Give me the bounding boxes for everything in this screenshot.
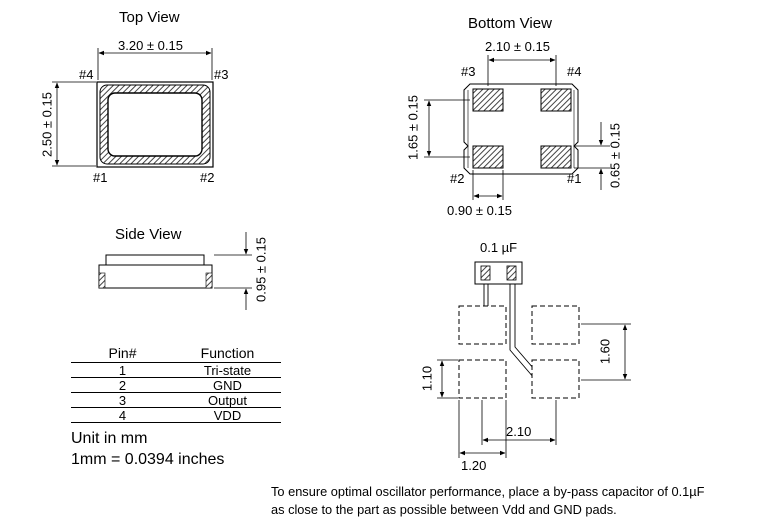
bottom-view-pad-height: 0.65 ± 0.15 [607, 123, 623, 188]
bottom-view-title: Bottom View [468, 15, 552, 32]
table-row: 3 Output [71, 392, 281, 408]
side-view-height-dim: 0.95 ± 0.15 [253, 237, 269, 302]
table-row: 1 Tri-state [71, 362, 281, 378]
top-view-height-dim: 2.50 ± 0.15 [39, 92, 55, 157]
land-pad-width-dim: 1.20 [461, 458, 487, 473]
side-view-title: Side View [115, 226, 182, 243]
top-view-pin1: #1 [93, 170, 108, 185]
top-view-title: Top View [119, 9, 180, 26]
unit-conversion-label: 1mm = 0.0394 inches [71, 451, 225, 468]
land-pattern-drawing [437, 261, 631, 458]
top-view-pin4: #4 [79, 67, 94, 82]
land-pitch-y-dim: 1.60 [597, 338, 613, 365]
bottom-view-pin3: #3 [461, 64, 476, 79]
table-cell-function: Output [174, 392, 281, 408]
top-view-width-dim: 3.20 ± 0.15 [118, 38, 183, 53]
bypass-capacitor-note: To ensure optimal oscillator performance… [271, 483, 704, 519]
bottom-view-pin2: #2 [450, 171, 465, 186]
bottom-view-pitch-x: 2.10 ± 0.15 [485, 39, 550, 54]
table-cell-function: GND [174, 377, 281, 393]
bottom-view-pitch-y: 1.65 ± 0.15 [405, 95, 421, 160]
table-header-pin: Pin# [71, 345, 174, 363]
table-row: 4 VDD [71, 407, 281, 423]
table-row: 2 GND [71, 377, 281, 393]
bottom-view-pin4: #4 [567, 64, 582, 79]
table-header-function: Function [174, 345, 281, 363]
table-cell-function: VDD [174, 407, 281, 423]
side-view-drawing [98, 232, 252, 310]
land-pitch-x-dim: 2.10 [506, 424, 532, 439]
note-line-2: as close to the part as possible between… [271, 502, 617, 517]
bottom-view-pin1: #1 [567, 171, 582, 186]
top-view-pin3: #3 [214, 67, 229, 82]
bottom-view-pad-width: 0.90 ± 0.15 [447, 203, 512, 218]
note-line-1: To ensure optimal oscillator performance… [271, 484, 705, 499]
table-cell-pin: 2 [71, 377, 174, 393]
table-cell-pin: 3 [71, 392, 174, 408]
table-header-row: Pin# Function [71, 345, 281, 363]
pin-function-table: Pin# Function 1 Tri-state 2 GND 3 Output… [71, 345, 281, 423]
bottom-view-drawing [424, 55, 610, 200]
top-view-pin2: #2 [200, 170, 215, 185]
table-cell-pin: 1 [71, 362, 174, 378]
top-view-drawing [52, 48, 214, 168]
table-cell-function: Tri-state [174, 362, 281, 378]
table-cell-pin: 4 [71, 407, 174, 423]
unit-label: Unit in mm [71, 430, 148, 447]
land-pad-height-dim: 1.10 [419, 365, 435, 392]
capacitor-label: 0.1 µF [480, 240, 518, 255]
